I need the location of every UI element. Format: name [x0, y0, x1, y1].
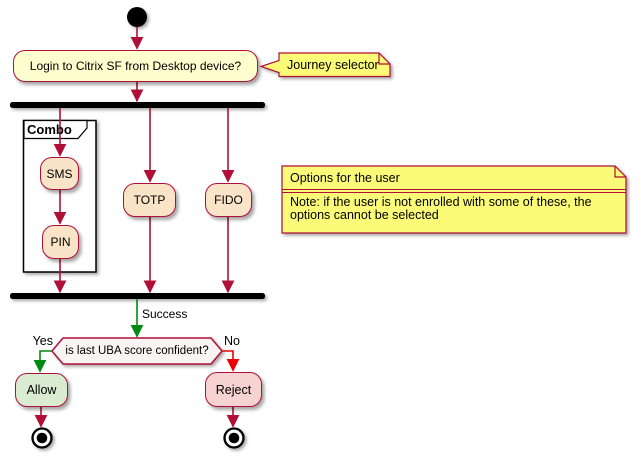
login-activity-label: Login to Citrix SF from Desktop device?	[29, 59, 242, 73]
options-note	[281, 165, 627, 234]
success-edge-label: Success	[142, 307, 188, 321]
end-node-allow	[31, 427, 53, 449]
end-node-reject	[223, 427, 245, 449]
journey-note	[259, 52, 391, 78]
reject-activity-label: Reject	[215, 382, 252, 397]
fido-activity: FIDO	[205, 183, 252, 217]
reject-activity: Reject	[205, 372, 262, 407]
login-activity: Login to Citrix SF from Desktop device?	[13, 50, 258, 82]
join-bar	[10, 293, 265, 299]
pin-activity: PIN	[42, 225, 79, 259]
no-branch-label: No	[224, 334, 240, 348]
start-node	[127, 7, 147, 27]
options-note-body: Note: if the user is not enrolled with s…	[290, 195, 592, 222]
totp-activity-label: TOTP	[133, 193, 166, 207]
arrow-yes-to-allow	[33, 350, 52, 373]
sms-activity: SMS	[40, 157, 79, 190]
combo-partition-label: Combo	[27, 122, 72, 137]
journey-note-label: Journey selector	[287, 58, 379, 72]
options-note-fold-icon	[614, 166, 626, 178]
allow-activity: Allow	[15, 373, 68, 407]
yes-branch-label: Yes	[32, 334, 53, 348]
totp-activity: TOTP	[123, 183, 176, 217]
arrow-no-to-reject	[222, 350, 240, 372]
fido-activity-label: FIDO	[214, 193, 243, 207]
options-note-title: Options for the user	[290, 171, 400, 185]
journey-note-fold-icon	[378, 53, 390, 65]
sms-activity-label: SMS	[46, 166, 73, 181]
combo-partition-tab	[23, 119, 88, 140]
decision-question: is last UBA score confident?	[65, 345, 209, 357]
allow-activity-label: Allow	[26, 383, 57, 397]
fork-bar	[10, 102, 265, 108]
pin-activity-label: PIN	[50, 235, 71, 249]
